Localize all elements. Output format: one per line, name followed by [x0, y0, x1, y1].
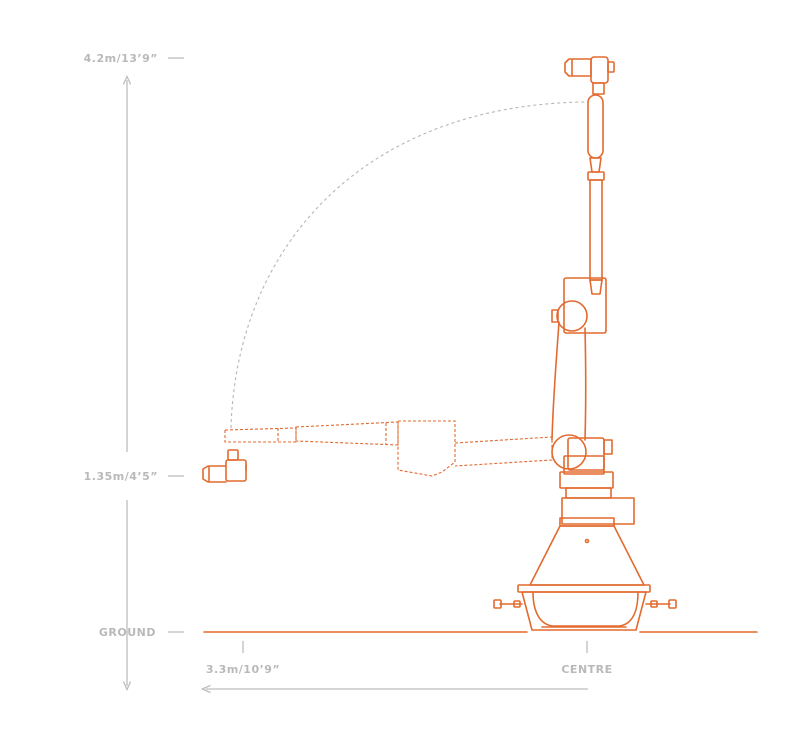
- sweep-arc: [230, 101, 586, 429]
- camera-head-low: [202, 449, 247, 483]
- ground-label: GROUND: [99, 626, 156, 639]
- reach-label: 3.3m/10’9”: [206, 663, 280, 676]
- lowered-arm-ghost: [224, 420, 553, 477]
- reach-dimension: [206, 641, 588, 689]
- raised-arm: [551, 56, 615, 471]
- mid-height-label: 1.35m/4’5”: [84, 470, 158, 483]
- crane-base: [493, 455, 677, 631]
- max-height-label: 4.2m/13’9”: [84, 52, 158, 65]
- height-dimension: [127, 57, 184, 686]
- centre-label: CENTRE: [561, 663, 612, 676]
